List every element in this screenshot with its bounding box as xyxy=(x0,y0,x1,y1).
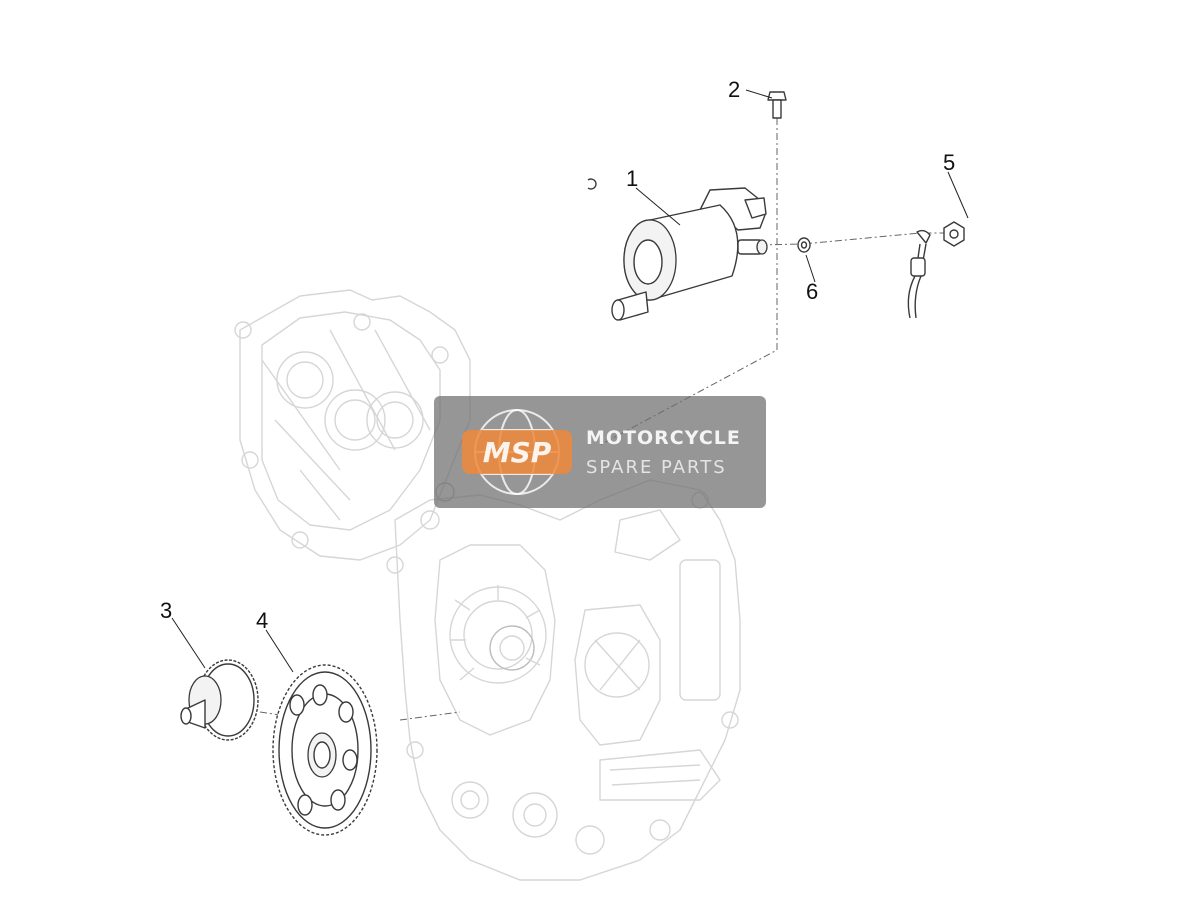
callout-labels: 1 2 3 4 5 6 xyxy=(160,77,955,633)
watermark-line1: MOTORCYCLE xyxy=(586,427,741,449)
crankcase-background xyxy=(234,289,741,881)
callout-1: 1 xyxy=(626,166,638,191)
msp-logo xyxy=(462,430,572,474)
callout-5: 5 xyxy=(943,150,955,175)
starter-motor xyxy=(587,178,768,321)
callout-3: 3 xyxy=(160,598,172,623)
intermediate-gear xyxy=(180,659,259,741)
leader-lines xyxy=(171,89,969,673)
watermark: MSP MOTORCYCLE SPARE PARTS xyxy=(434,396,766,508)
callout-4: 4 xyxy=(256,608,268,633)
bolt xyxy=(767,91,787,119)
cable xyxy=(907,229,931,319)
watermark-logo-text: MSP xyxy=(483,436,552,469)
washer xyxy=(797,237,811,253)
callout-2: 2 xyxy=(728,77,740,102)
nut xyxy=(943,221,965,247)
callout-6: 6 xyxy=(806,279,818,304)
watermark-line2: SPARE PARTS xyxy=(586,457,727,478)
starter-driven-gear xyxy=(272,664,378,836)
